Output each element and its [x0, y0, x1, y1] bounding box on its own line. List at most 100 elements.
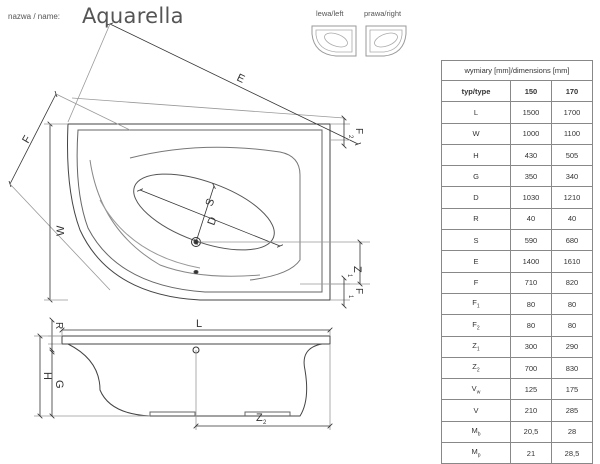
value-170: 28: [550, 420, 594, 444]
label-F1-sub: 1: [347, 295, 353, 299]
value-170: 1610: [550, 250, 594, 273]
dimension-symbol-subscript: 2: [476, 325, 480, 332]
value-150: 80: [509, 314, 552, 337]
dimension-symbol-subscript: 1: [476, 303, 480, 310]
label-Z1: Z: [351, 266, 363, 273]
dimension-symbol-letter: W: [472, 129, 480, 139]
dimension-symbol-letter: F: [472, 319, 477, 329]
value-170: 680: [550, 229, 594, 252]
dimension-symbol: Mp: [441, 442, 511, 464]
value-150: 300: [509, 335, 552, 358]
dimension-symbol-subscript: b: [477, 431, 481, 438]
dimension-W: [44, 124, 68, 300]
value-150: 125: [509, 378, 552, 401]
value-150: 80: [509, 292, 552, 316]
value-170: 40: [550, 207, 594, 231]
dimension-symbol-letter: F: [472, 298, 477, 308]
value-150: 1000: [509, 122, 552, 145]
dimension-E: [67, 24, 358, 144]
label-E: E: [235, 72, 247, 86]
variant-right-thumbnail[interactable]: [365, 25, 407, 57]
value-150: 21: [509, 442, 552, 464]
technical-drawing: E F W S D F 2 Z 1 F 1 L R H G Z 2: [0, 0, 370, 430]
dimension-symbol: D: [441, 186, 511, 209]
dimension-symbol-letter: G: [473, 171, 479, 181]
dimension-symbol: R: [441, 207, 511, 231]
dimension-symbol-letter: V: [473, 406, 479, 416]
dimension-symbol: Vw: [441, 378, 511, 401]
value-150: 1400: [509, 250, 552, 273]
name-label: nazwa / name:: [8, 12, 61, 21]
dimension-symbol-letter: Z: [472, 340, 477, 350]
label-L: L: [196, 318, 202, 330]
dimension-symbol-subscript: 2: [476, 367, 480, 374]
dimension-F1: [330, 278, 350, 306]
dimension-symbol-subscript: 1: [476, 346, 480, 353]
value-170: 830: [550, 356, 594, 380]
dimension-symbol-letter: V: [471, 383, 477, 393]
dimension-symbol-subscript: p: [477, 452, 481, 459]
value-170: 28,5: [550, 442, 594, 464]
value-150: 1500: [509, 101, 552, 124]
dimension-symbol: Z1: [441, 335, 511, 358]
dimension-symbol-letter: D: [473, 193, 479, 203]
label-S: S: [204, 197, 218, 208]
table-caption: wymiary [mm]/dimensions [mm]: [441, 60, 593, 81]
value-150: 40: [509, 207, 552, 231]
value-170: 820: [550, 271, 594, 294]
value-170: 1700: [550, 101, 594, 124]
dimension-F2: [330, 118, 350, 146]
dimension-symbol: G: [441, 165, 511, 188]
dimension-symbol-letter: Z: [472, 362, 477, 372]
label-Z2-sub: 2: [263, 420, 267, 426]
value-170: 175: [550, 378, 594, 401]
dimension-symbol: Z2: [441, 356, 511, 380]
label-Z1-sub: 1: [346, 274, 352, 278]
label-D: D: [206, 215, 220, 227]
dimensions-table: wymiary [mm]/dimensions [mm] typ/type 15…: [441, 60, 594, 464]
value-150: 430: [509, 143, 552, 167]
dimension-symbol: L: [441, 101, 511, 124]
dimension-symbol: F2: [441, 314, 511, 337]
value-170: 290: [550, 335, 594, 358]
value-150: 590: [509, 229, 552, 252]
dimension-symbol-subscript: w: [476, 389, 481, 396]
variant-right-label: prawa/right: [364, 9, 402, 18]
column-header-150: 150: [509, 79, 552, 103]
dimension-symbol: V: [441, 399, 511, 422]
label-W: W: [55, 225, 67, 236]
value-150: 350: [509, 165, 552, 188]
dimension-symbol: Mb: [441, 420, 511, 444]
value-170: 1100: [550, 122, 594, 145]
dimension-F: [10, 94, 131, 291]
value-150: 210: [509, 399, 552, 422]
label-Z2: Z: [256, 412, 263, 424]
dimension-symbol-letter: H: [473, 150, 479, 160]
column-header-type: typ/type: [441, 79, 511, 103]
value-150: 1030: [509, 186, 552, 209]
value-150: 710: [509, 271, 552, 294]
top-view: [67, 123, 331, 301]
value-170: 285: [550, 399, 594, 422]
dimension-symbol: S: [441, 229, 511, 252]
value-170: 80: [550, 314, 594, 337]
dimension-symbol: E: [441, 250, 511, 273]
dimension-symbol-letter: E: [473, 257, 479, 267]
variant-left-label: lewa/left: [316, 9, 344, 18]
value-150: 20,5: [509, 420, 552, 444]
value-170: 80: [550, 292, 594, 316]
